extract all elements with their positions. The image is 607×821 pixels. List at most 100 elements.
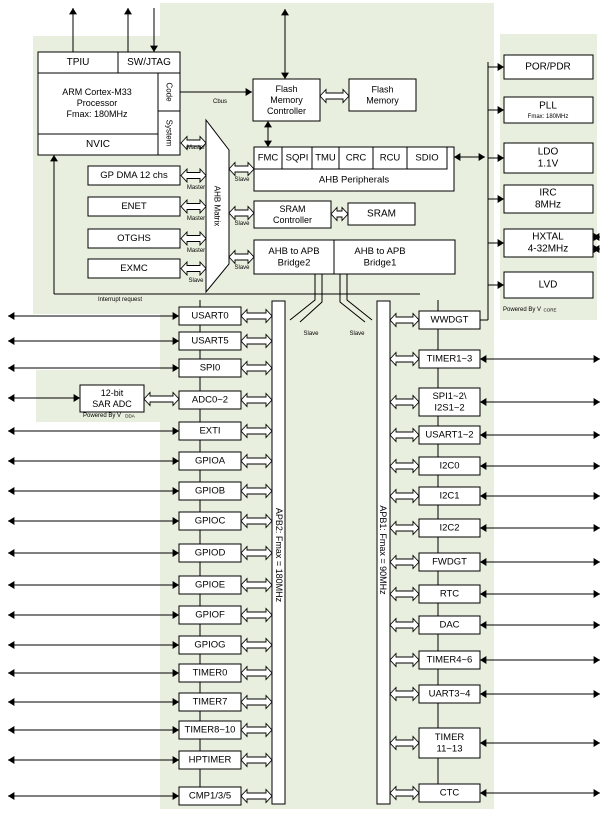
apb1-bus-label: APB1: Fmax = 90MHz xyxy=(378,505,388,595)
apb2-ext-arrow-2-head-right xyxy=(172,364,179,372)
apb1-ext-arrow-6-head-left xyxy=(480,524,487,532)
apb1-ext-arrow-6-head-right xyxy=(593,524,600,532)
apb1-ext-arrow-7-head-left xyxy=(480,558,487,566)
apb2-ext-arrow-14-head-left xyxy=(8,726,15,734)
flash-memory-box xyxy=(348,78,417,112)
apb2-periph-0-label-line-0: USART0 xyxy=(191,311,228,322)
apb1-periph-2 xyxy=(418,387,481,417)
apb2-periph-8-label-line-0: GPIOD xyxy=(195,548,226,559)
apb1-ext-arrow-5-head-right xyxy=(593,492,600,500)
apb2-slave-label: Slave xyxy=(303,331,319,337)
apb2-ext-arrow-5-head-right xyxy=(172,457,179,465)
ahb-periph-label-fmc: FMC xyxy=(258,153,279,164)
apb2-ext-arrow-13-head-right xyxy=(172,698,179,706)
apb1-periph-10-label-line-0: TIMER4~6 xyxy=(427,655,473,666)
apb2-periph-arrow-15 xyxy=(240,752,273,768)
apb1-ext-arrow-2-head-right xyxy=(593,398,600,406)
power-block-0 xyxy=(503,54,594,80)
bridge2-path-a xyxy=(289,274,316,321)
apb1-bus xyxy=(376,300,391,805)
power-block-0-label-line-0: POR/PDR xyxy=(525,62,571,73)
adc-powered-by: Powered By V xyxy=(83,413,121,419)
sdio-arrow-head-right xyxy=(478,153,485,161)
master-role-label-3: Slave xyxy=(188,278,204,284)
apb1-periph-arrow-5 xyxy=(389,488,420,504)
apb2-periph-arrow-8 xyxy=(240,545,273,561)
power-link-head-2 xyxy=(497,154,504,162)
bridge2-label-line-1: Bridge2 xyxy=(278,257,311,268)
apb1-ext-arrow-7-head-right xyxy=(593,558,600,566)
apb1-ext-arrow-12-head-left xyxy=(480,739,487,747)
apb2-periph-arrow-4 xyxy=(240,423,273,439)
apb2-periph-1-label-line-0: USART5 xyxy=(191,336,228,347)
fmc-to-flash-arrow-head-down xyxy=(264,140,272,147)
nvic-box xyxy=(37,133,159,156)
apb2-periph-arrow-2 xyxy=(240,360,273,376)
apb1-ext-arrow-13-head-left xyxy=(480,789,487,797)
master-arrow-1 xyxy=(180,198,207,215)
apb1-periph-arrow-6 xyxy=(389,520,420,536)
power-block-3 xyxy=(503,184,594,214)
master-arrow-2 xyxy=(180,230,207,247)
master-role-label-1: Master xyxy=(187,216,205,222)
apb2-periph-arrow-13 xyxy=(240,694,273,710)
apb2-ext-arrow-2-head-left xyxy=(8,364,15,372)
apb2-ext-arrow-1-head-left xyxy=(8,337,15,345)
apb2-ext-arrow-11-head-right xyxy=(172,641,179,649)
master-box-3 xyxy=(87,258,181,279)
system-box xyxy=(157,110,181,156)
sram-slave-label: Slave xyxy=(234,221,250,227)
sram-controller-box-label-line-1: Controller xyxy=(273,215,312,225)
apb2-bus-label: APB2: Fmax = 180MHz xyxy=(274,508,284,603)
power-block-4-label-line-0: HXTAL xyxy=(532,232,564,243)
code-label: Code xyxy=(165,82,174,102)
apb2-ext-arrow-12-head-right xyxy=(172,669,179,677)
apb1-periph-1-label-line-0: TIMER1~3 xyxy=(427,354,473,365)
apb1-periph-5-label-line-0: I2C1 xyxy=(439,491,459,502)
adc-left-arrow-head-right xyxy=(73,394,80,402)
cpu-core-label-line-1: Processor xyxy=(77,98,118,108)
apb1-periph-2-label-line-1: I2S1~2 xyxy=(434,402,464,413)
apb2-periph-arrow-6 xyxy=(240,483,273,499)
apb1-ext-arrow-4-head-right xyxy=(593,462,600,470)
master-arrow-0 xyxy=(180,167,207,184)
master-role-label-0: Master xyxy=(187,185,205,191)
bridge2-path-b xyxy=(299,274,323,323)
apb1-periph-arrow-1 xyxy=(389,351,420,367)
ahb-periph-cell-sdio xyxy=(406,146,448,170)
power-link-head-1 xyxy=(497,106,504,114)
apb2-periph-arrow-10 xyxy=(240,607,273,623)
fmc-to-flash-arrow-head-up xyxy=(264,121,272,128)
ahb-periph-label-crc: CRC xyxy=(346,153,367,164)
apb2-ext-arrow-10-head-right xyxy=(172,611,179,619)
bridge-slave-label: Slave xyxy=(234,265,250,271)
apb2-ext-arrow-5-head-left xyxy=(8,457,15,465)
ahb-matrix-label: AHB Matrix xyxy=(213,186,222,226)
apb2-periph-9-label-line-0: GPIOE xyxy=(195,580,225,591)
apb2-ext-arrow-6-head-right xyxy=(172,487,179,495)
cbus-label: Cbus xyxy=(213,99,227,105)
apb1-periph-3-label-line-0: USART1~2 xyxy=(425,430,473,441)
apb2-ext-arrow-16-head-right xyxy=(172,792,179,800)
master-arrow-3 xyxy=(180,260,207,277)
apb1-ext-arrow-12-head-right xyxy=(593,739,600,747)
apb1-periph-6-label-line-0: I2C2 xyxy=(439,523,459,534)
sram-controller-box xyxy=(253,200,332,229)
apb2-ext-arrow-7-head-right xyxy=(172,517,179,525)
apb1-ext-arrow-10-head-right xyxy=(593,656,600,664)
bridge1-path-a xyxy=(339,274,366,323)
tpiu-box-label-line-0: TPIU xyxy=(67,57,90,68)
apb1-periph-0-label-line-0: WWDGT xyxy=(431,315,469,326)
ahb-matrix-shape xyxy=(205,118,230,294)
flash-controller-box-label-line-0: Flash xyxy=(275,84,297,94)
power-link-head-3 xyxy=(497,195,504,203)
apb2-ext-arrow-14-head-right xyxy=(172,726,179,734)
apb2-periph-arrow-14 xyxy=(240,722,273,738)
apb1-periph-4-label-line-0: I2C0 xyxy=(439,461,459,472)
swjtag-head-b xyxy=(150,45,158,52)
apb2-ext-arrow-9-head-right xyxy=(172,581,179,589)
ahb-slave-label: Slave xyxy=(234,177,250,183)
apb2-periph-13-label-line-0: TIMER7 xyxy=(193,697,228,708)
apb1-periph-13-label-line-0: CTC xyxy=(440,788,460,799)
